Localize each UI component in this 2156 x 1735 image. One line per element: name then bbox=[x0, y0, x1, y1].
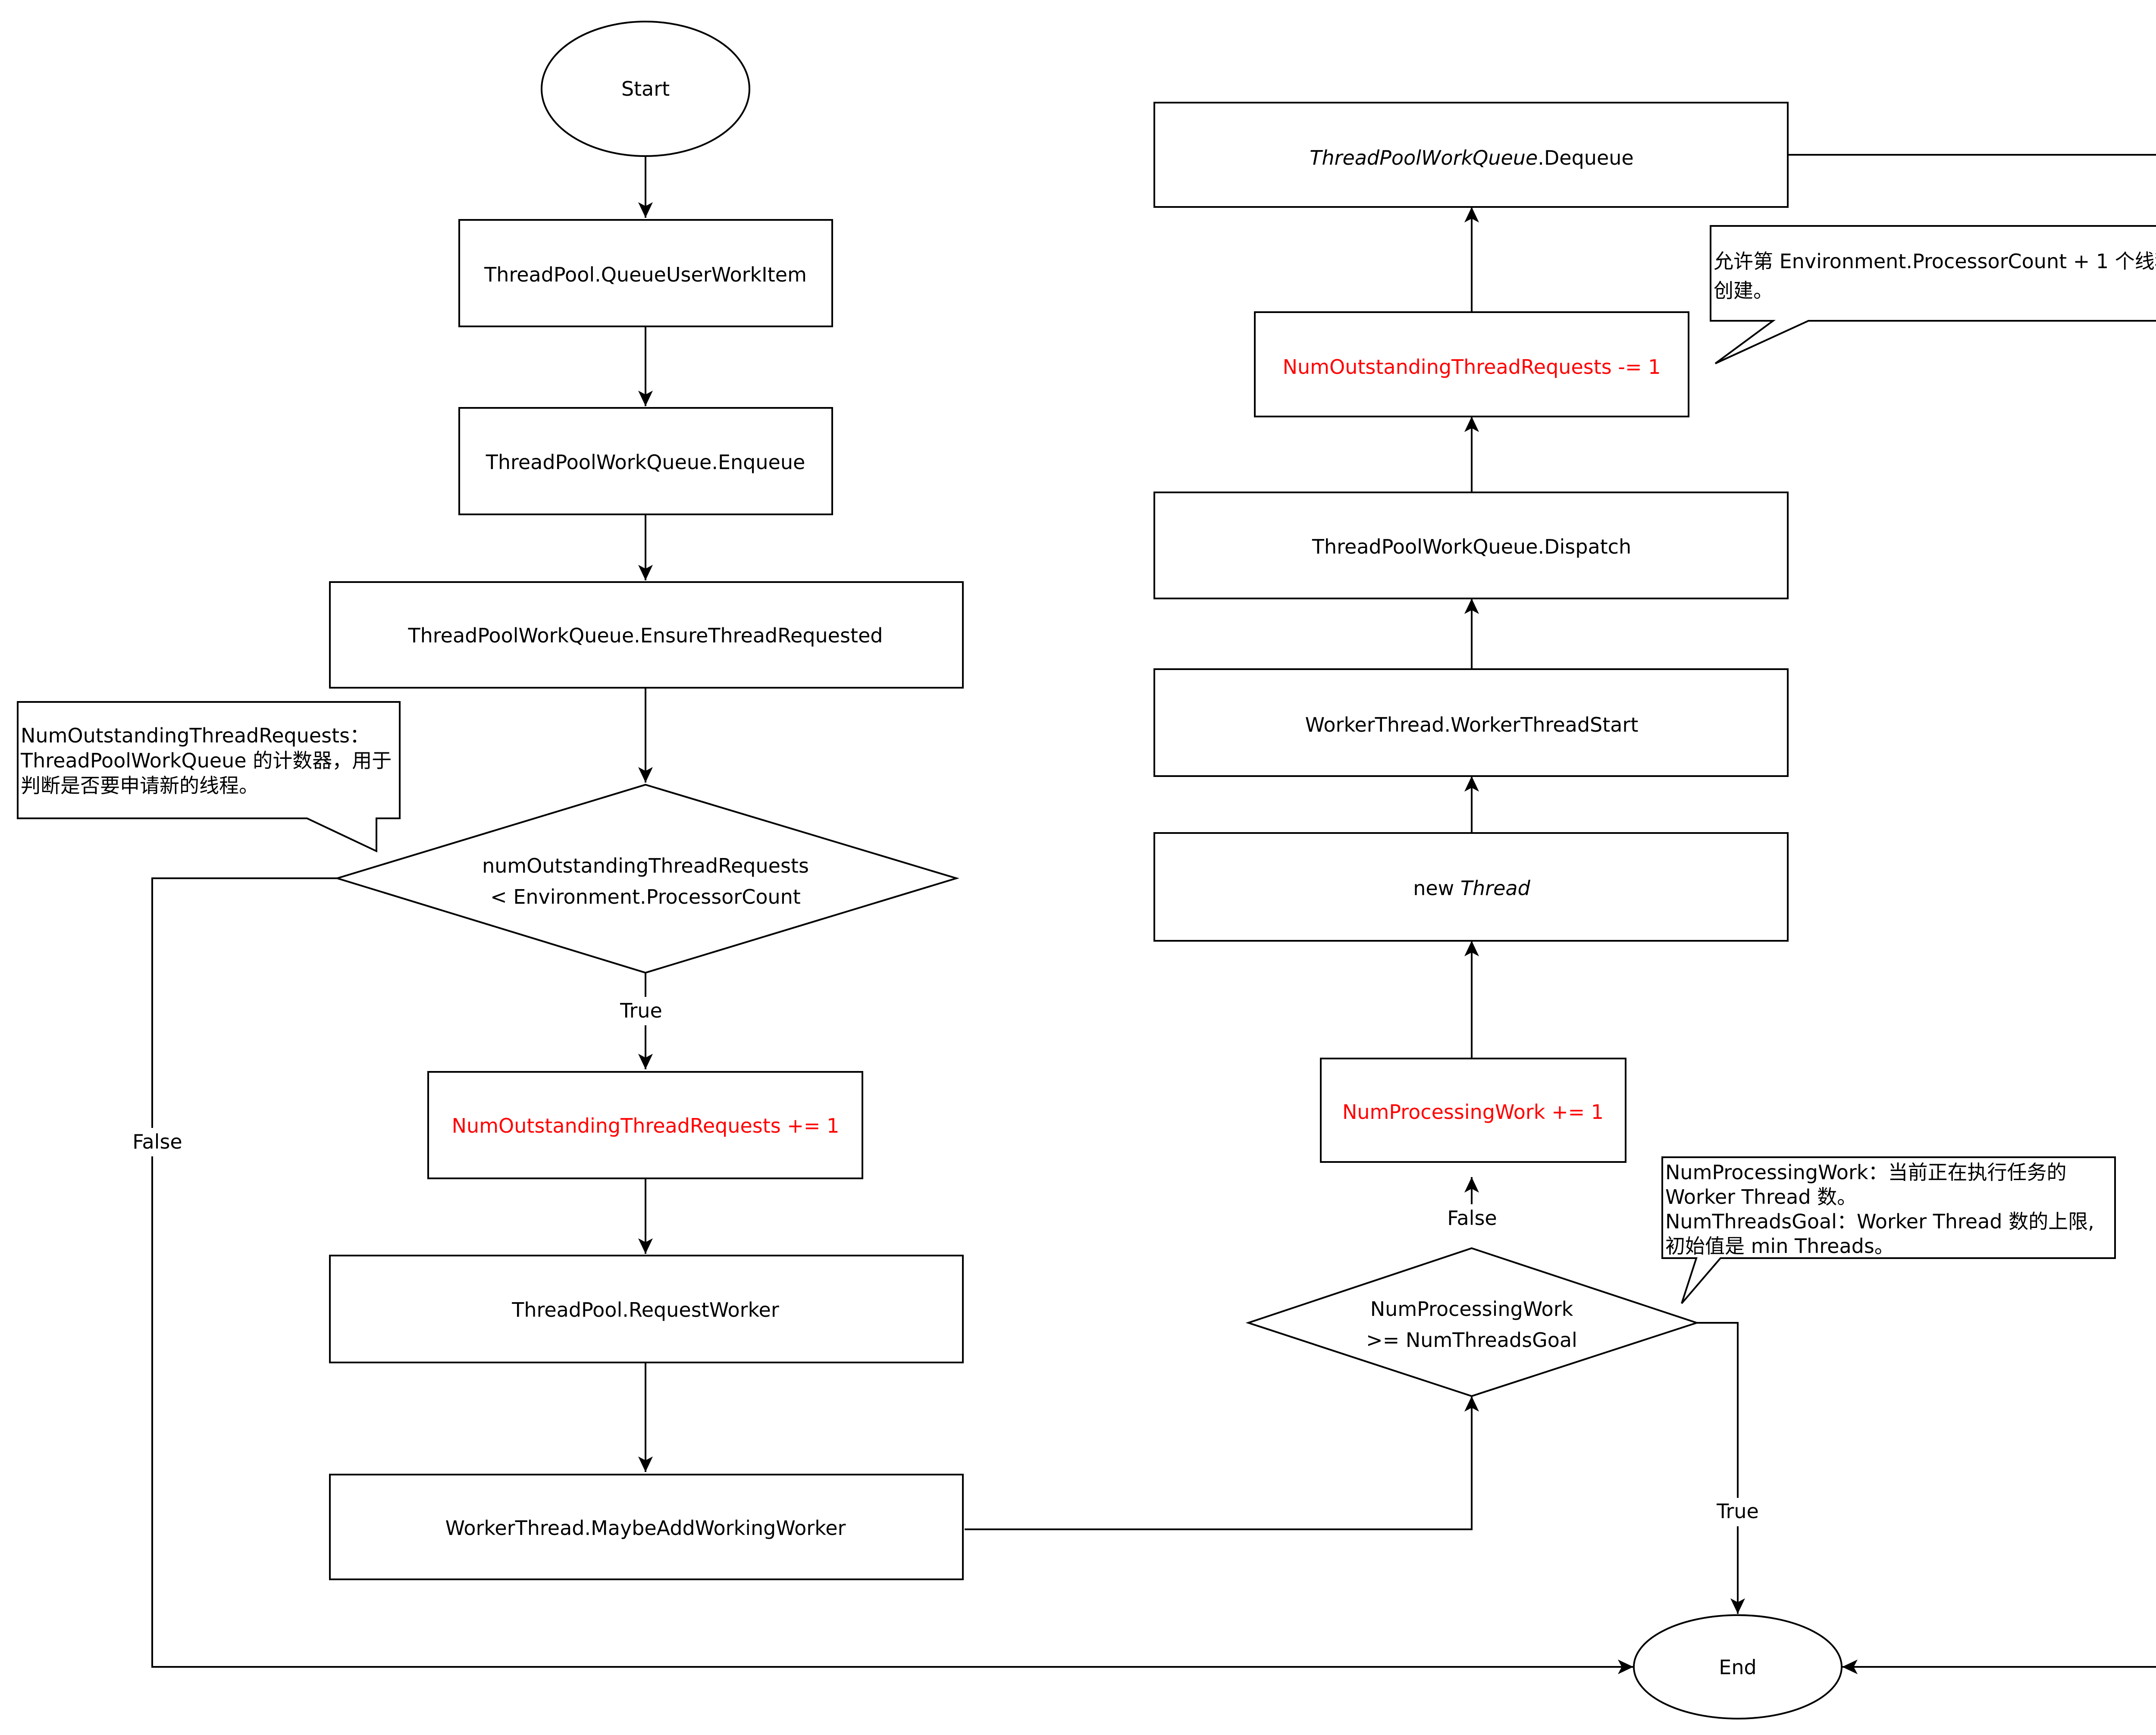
arrowhead-processing-decision bbox=[1464, 1396, 1479, 1412]
arrowhead-dequeue bbox=[1464, 207, 1479, 222]
arrowhead-ensure bbox=[638, 565, 653, 580]
node-queue-user-work-item-label: ThreadPool.QueueUserWorkItem bbox=[484, 263, 807, 286]
node-dequeue-label-suffix: .Dequeue bbox=[1538, 146, 1633, 169]
node-decision-outstanding-line2: < Environment.ProcessorCount bbox=[490, 885, 801, 908]
node-outstanding-increment[interactable]: NumOutstandingThreadRequests += 1 bbox=[427, 1071, 863, 1179]
arrowhead-decrement bbox=[1464, 417, 1479, 432]
arrowhead-enqueue bbox=[638, 391, 653, 406]
edge-label-false-right: False bbox=[1447, 1206, 1497, 1230]
node-maybe-add-working-worker[interactable]: WorkerThread.MaybeAddWorkingWorker bbox=[329, 1474, 964, 1580]
arrowhead-request bbox=[638, 1238, 653, 1254]
edge-labels: True False False True bbox=[127, 997, 1770, 1526]
callout-processing-work-line3: NumThreadsGoal：Worker Thread 数的上限, bbox=[1665, 1210, 2094, 1233]
edge-label-true-right: True bbox=[1716, 1500, 1759, 1523]
callout-outstanding-counter-line3: 判断是否要申请新的线程。 bbox=[21, 774, 259, 797]
arrowhead-queue bbox=[638, 202, 653, 218]
node-decision-outstanding[interactable]: numOutstandingThreadRequests < Environme… bbox=[334, 783, 959, 974]
callout-outstanding-counter-line2: ThreadPoolWorkQueue 的计数器，用于 bbox=[20, 749, 392, 772]
edge-maybe-to-processing-decision bbox=[965, 1396, 1473, 1530]
node-dequeue-label-italic: ThreadPoolWorkQueue bbox=[1310, 146, 1538, 169]
callout-allow-thread-line1: 允许第 Environment.ProcessorCount + 1 个线程的 bbox=[1714, 250, 2156, 273]
node-decision-processing-line1: NumProcessingWork bbox=[1370, 1297, 1573, 1321]
node-worker-thread-start-label: WorkerThread.WorkerThreadStart bbox=[1305, 713, 1639, 736]
node-request-worker[interactable]: ThreadPool.RequestWorker bbox=[329, 1255, 964, 1363]
node-new-thread[interactable]: new Thread bbox=[1153, 832, 1789, 942]
edge-dequeue-to-end bbox=[1788, 154, 2156, 1668]
node-decision-outstanding-line1: numOutstandingThreadRequests bbox=[482, 854, 809, 877]
node-decision-processing[interactable]: NumProcessingWork >= NumThreadsGoal bbox=[1245, 1247, 1700, 1397]
node-processing-increment[interactable]: NumProcessingWork += 1 bbox=[1320, 1058, 1626, 1163]
callout-processing-work-line2: Worker Thread 数。 bbox=[1665, 1185, 1857, 1209]
edges bbox=[151, 154, 2156, 1674]
callout-outstanding-counter-line1: NumOutstandingThreadRequests： bbox=[21, 724, 370, 747]
callout-allow-thread: 允许第 Environment.ProcessorCount + 1 个线程的 … bbox=[1710, 225, 2156, 364]
node-worker-thread-start[interactable]: WorkerThread.WorkerThreadStart bbox=[1153, 668, 1789, 777]
node-new-thread-label: new Thread bbox=[1413, 877, 1530, 900]
node-maybe-add-working-worker-label: WorkerThread.MaybeAddWorkingWorker bbox=[445, 1516, 846, 1540]
arrowhead-decision bbox=[638, 767, 653, 783]
callout-processing-work: NumProcessingWork：当前正在执行任务的 Worker Threa… bbox=[1661, 1156, 2116, 1304]
edge-label-false-left: False bbox=[132, 1130, 182, 1153]
edge-decision-false bbox=[151, 877, 1633, 1668]
edge-label-true-left: True bbox=[620, 999, 662, 1022]
node-end-label: End bbox=[1719, 1656, 1756, 1679]
node-decision-processing-line2: >= NumThreadsGoal bbox=[1366, 1328, 1577, 1352]
edge-processing-true bbox=[1697, 1322, 1739, 1614]
node-start[interactable]: Start bbox=[541, 21, 750, 157]
arrowhead-newthread bbox=[1464, 941, 1479, 956]
arrowhead-maybe bbox=[638, 1456, 653, 1472]
arrowhead-end-dequeue bbox=[1842, 1660, 1858, 1674]
node-outstanding-decrement-label: NumOutstandingThreadRequests -= 1 bbox=[1283, 355, 1661, 379]
node-outstanding-decrement[interactable]: NumOutstandingThreadRequests -= 1 bbox=[1254, 311, 1689, 417]
node-ensure-thread-requested[interactable]: ThreadPoolWorkQueue.EnsureThreadRequeste… bbox=[329, 581, 964, 689]
node-processing-increment-label: NumProcessingWork += 1 bbox=[1342, 1100, 1604, 1124]
node-enqueue[interactable]: ThreadPoolWorkQueue.Enqueue bbox=[458, 407, 833, 515]
node-dispatch[interactable]: ThreadPoolWorkQueue.Dispatch bbox=[1153, 492, 1789, 599]
callout-outstanding-counter: NumOutstandingThreadRequests： ThreadPool… bbox=[17, 701, 401, 853]
node-end[interactable]: End bbox=[1633, 1614, 1843, 1719]
arrowhead-end-false bbox=[1618, 1660, 1633, 1674]
node-queue-user-work-item[interactable]: ThreadPool.QueueUserWorkItem bbox=[458, 219, 833, 327]
callout-allow-thread-line2: 创建。 bbox=[1714, 279, 1773, 302]
arrowhead-workerstart bbox=[1464, 776, 1479, 792]
node-enqueue-label: ThreadPoolWorkQueue.Enqueue bbox=[486, 451, 805, 474]
callout-processing-work-line1: NumProcessingWork：当前正在执行任务的 bbox=[1665, 1161, 2067, 1184]
node-new-thread-prefix: new bbox=[1413, 877, 1460, 900]
arrowhead-increment bbox=[638, 1054, 653, 1069]
callout-processing-work-line4: 初始值是 min Threads。 bbox=[1665, 1234, 1894, 1258]
arrowhead-processing-increment bbox=[1464, 1177, 1479, 1193]
node-dequeue-label: ThreadPoolWorkQueue.Dequeue bbox=[1310, 146, 1633, 169]
node-request-worker-label: ThreadPool.RequestWorker bbox=[511, 1298, 779, 1322]
node-outstanding-increment-label: NumOutstandingThreadRequests += 1 bbox=[452, 1114, 840, 1137]
arrowhead-dispatch bbox=[1464, 598, 1479, 614]
arrowhead-end-true bbox=[1730, 1598, 1745, 1614]
node-ensure-thread-requested-label: ThreadPoolWorkQueue.EnsureThreadRequeste… bbox=[408, 624, 883, 647]
node-new-thread-italic: Thread bbox=[1460, 877, 1531, 900]
node-dispatch-label: ThreadPoolWorkQueue.Dispatch bbox=[1312, 535, 1631, 558]
node-start-label: Start bbox=[621, 77, 670, 100]
node-dequeue[interactable]: ThreadPoolWorkQueue.Dequeue bbox=[1153, 102, 1789, 208]
